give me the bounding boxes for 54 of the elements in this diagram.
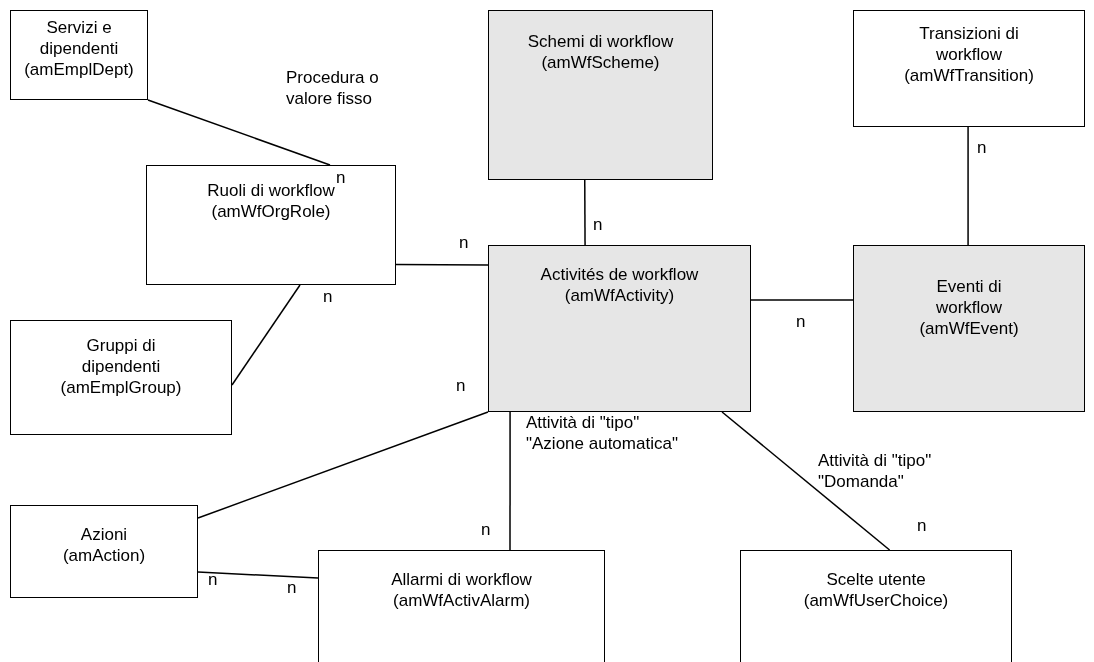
table-name: (amWfScheme) xyxy=(541,52,660,73)
table-name: (amAction) xyxy=(62,545,146,566)
table-box xyxy=(318,550,605,662)
table-title: Azioni xyxy=(80,524,128,545)
cardinality-label: n xyxy=(917,517,927,534)
connector-line xyxy=(231,284,301,386)
table-title: Transizioni di workflow xyxy=(918,23,1020,65)
cardinality-label: n xyxy=(323,288,333,305)
edge-label: Attività di "tipo" "Domanda" xyxy=(818,450,933,492)
table-box xyxy=(146,165,396,285)
table-title: Gruppi di dipendenti xyxy=(80,335,162,377)
table-box xyxy=(10,505,198,598)
table-name: (amWfTransition) xyxy=(904,65,1034,86)
table-name: (amWfUserChoice) xyxy=(803,590,949,611)
table-name: (amEmplGroup) xyxy=(60,377,182,398)
edge-label: Procedura o valore fisso xyxy=(286,67,380,109)
table-box xyxy=(740,550,1012,662)
table-title: Servizi e dipendenti xyxy=(38,17,120,59)
connector-line xyxy=(197,411,489,519)
table-box xyxy=(10,320,232,435)
table-title: Eventi di workflow xyxy=(934,276,1004,318)
table-title: Activités de workflow xyxy=(540,264,699,285)
edge-label: Attività di "tipo" "Azione automatica" xyxy=(526,412,679,454)
cardinality-label: n xyxy=(456,377,466,394)
connector-line xyxy=(750,299,854,301)
table-name: (amWfActivAlarm) xyxy=(393,590,530,611)
cardinality-label: n xyxy=(208,571,218,588)
table-name: (amWfActivity) xyxy=(564,285,675,306)
table-box xyxy=(10,10,148,100)
connector-line xyxy=(197,571,319,579)
connector-line xyxy=(509,411,511,551)
table-name: (amEmplDept) xyxy=(24,59,134,80)
cardinality-label: n xyxy=(593,216,603,233)
table-title: Allarmi di workflow xyxy=(391,569,532,590)
connector-line xyxy=(584,179,586,246)
table-name: (amWfEvent) xyxy=(919,318,1019,339)
table-box xyxy=(488,10,713,180)
cardinality-label: n xyxy=(336,169,346,186)
cardinality-label: n xyxy=(481,521,491,538)
connector-line xyxy=(395,263,489,266)
connector-line xyxy=(147,99,331,166)
table-box xyxy=(853,245,1085,412)
connector-line xyxy=(967,126,969,246)
table-title: Scelte utente xyxy=(826,569,926,590)
cardinality-label: n xyxy=(977,139,987,156)
table-box xyxy=(853,10,1085,127)
cardinality-label: n xyxy=(287,579,297,596)
table-title: Ruoli di workflow xyxy=(207,180,335,201)
table-name: (amWfOrgRole) xyxy=(211,201,331,222)
cardinality-label: n xyxy=(796,313,806,330)
cardinality-label: n xyxy=(459,234,469,251)
table-title: Schemi di workflow xyxy=(527,31,674,52)
connector-line xyxy=(721,411,891,551)
table-box xyxy=(488,245,751,412)
